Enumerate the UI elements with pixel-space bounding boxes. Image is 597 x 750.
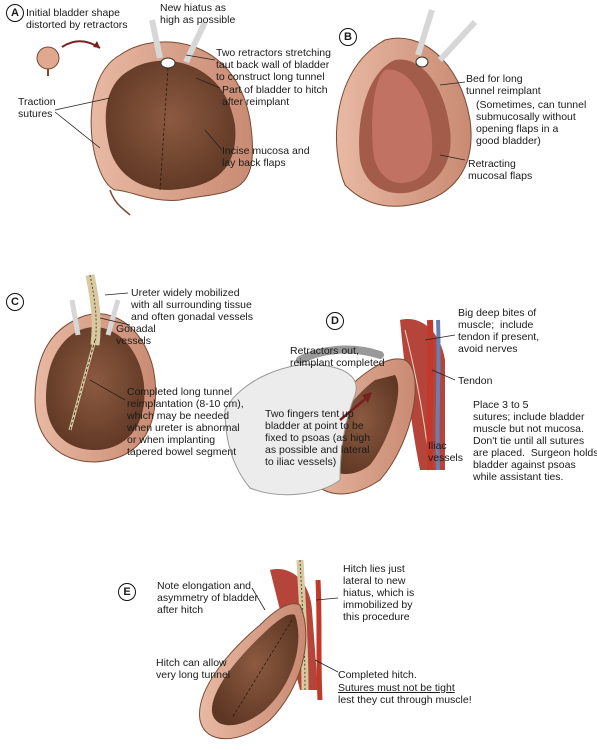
iliac-vessels-d xyxy=(426,319,434,471)
hiatus-a xyxy=(160,57,176,69)
label-two-retractors: Two retractors stretching taut back wall… xyxy=(216,47,331,83)
label-tendon: Tendon xyxy=(458,375,493,387)
label-hitch-allow: Hitch can allow very long tunnel xyxy=(156,657,231,681)
panel-letter-e: E xyxy=(118,583,136,601)
label-new-hiatus: New hiatus as high as possible xyxy=(160,2,236,26)
bladder-mucosa-c xyxy=(46,327,145,450)
label-cut-warning: lest they cut through muscle! xyxy=(338,694,472,706)
label-ureter-mobilized: Ureter widely mobilized with all surroun… xyxy=(131,287,254,323)
label-two-fingers: Two fingers tent up bladder at point to … xyxy=(265,408,371,468)
initial-shape-circle xyxy=(36,46,60,70)
panel-a-drawing xyxy=(36,19,254,216)
ureter-c xyxy=(85,274,101,346)
panel-letter-c: C xyxy=(6,293,24,311)
label-sometimes-note: (Sometimes, can tunnel submucosally with… xyxy=(476,99,587,147)
panel-c-drawing xyxy=(34,274,157,463)
label-gonadal-vessels: Gonadal vessels xyxy=(116,323,156,347)
panel-letter-a: A xyxy=(6,4,24,22)
bladder-neck-a xyxy=(109,189,131,216)
label-retractors-out: Retractors out, reimplant completed xyxy=(290,345,385,369)
label-incise-mucosa: Incise mucosa and lay back flaps xyxy=(222,145,310,169)
tunnel-line-e xyxy=(231,619,293,719)
label-traction-sutures: Traction sutures xyxy=(18,96,56,120)
label-place-sutures: Place 3 to 5 sutures; include bladder mu… xyxy=(473,399,597,483)
panel-b-drawing xyxy=(335,9,478,207)
arrowhead-initial-shape xyxy=(93,41,100,48)
glove-hand-d xyxy=(224,363,357,496)
panel-letter-b: B xyxy=(339,28,357,46)
label-completed-hitch: Completed hitch. xyxy=(338,669,417,681)
arrow-push-d xyxy=(339,394,371,421)
mucosal-flaps-b xyxy=(372,69,433,184)
label-iliac-vessels: Iliac vessels xyxy=(428,440,464,464)
panel-e-drawing xyxy=(199,559,339,740)
label-big-deep-bites: Big deep bites of muscle; include tendon… xyxy=(458,307,540,355)
label-sutures-warning: Sutures must not be tight xyxy=(338,682,455,694)
label-note-elongation: Note elongation and asymmetry of bladder… xyxy=(157,580,258,616)
incision-line-a xyxy=(159,67,169,191)
label-completed-tunnel: Completed long tunnel reimplantation (8-… xyxy=(127,386,244,458)
label-initial-shape: Initial bladder shape distorted by retra… xyxy=(26,7,128,31)
label-retracting-flaps: Retracting mucosal flaps xyxy=(468,158,533,182)
bladder-mucosa-a xyxy=(105,60,236,191)
panel-letter-d: D xyxy=(326,312,344,330)
label-part-to-hitch: Part of bladder to hitch after reimplant xyxy=(222,84,328,108)
retractor-left-a xyxy=(149,19,163,59)
label-bed-for-tunnel: Bed for long tunnel reimplant xyxy=(466,73,541,97)
panel-d-drawing xyxy=(224,319,456,496)
label-hitch-lies: Hitch lies just lateral to new hiatus, w… xyxy=(343,563,415,623)
